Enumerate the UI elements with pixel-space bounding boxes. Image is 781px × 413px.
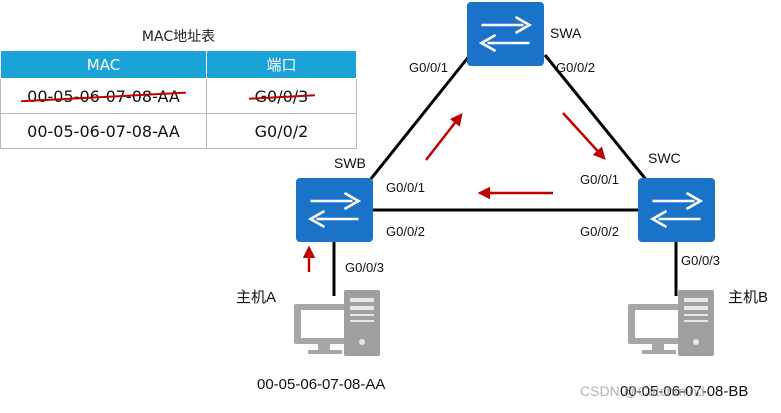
host-b-mac: 00-05-06-07-08-BB <box>620 383 748 400</box>
port-label-swb-g2: G0/0/2 <box>386 224 425 239</box>
switch-swc-body <box>638 178 715 242</box>
host-a-mac: 00-05-06-07-08-AA <box>257 376 385 393</box>
switch-swc <box>638 178 715 242</box>
switch-swa-label: SWA <box>550 25 582 41</box>
port-label-swc-g3: G0/0/3 <box>681 253 720 268</box>
mac-table-title: MAC地址表 <box>141 29 216 45</box>
flow-arrow-swb-to-swa <box>425 113 463 161</box>
switch-swb <box>296 178 373 242</box>
host-b-computer-icon <box>628 290 714 356</box>
table-cell-mac: 00-05-06-07-08-AA <box>0 78 207 114</box>
table-row: 00-05-06-07-08-AA G0/0/2 <box>0 113 357 149</box>
mac-address-table: MAC 端口 00-05-06-07-08-AA G0/0/3 00-05-06… <box>0 50 357 149</box>
host-a-label: 主机A <box>236 289 276 306</box>
column-header-mac: MAC <box>0 50 207 79</box>
port-label-swa-g2: G0/0/2 <box>556 60 595 75</box>
struck-mac-entry: 00-05-06-07-08-AA <box>27 86 180 106</box>
switch-swa-body <box>467 2 544 66</box>
table-cell-port: G0/0/3 <box>206 78 357 114</box>
table-cell-port: G0/0/2 <box>206 113 357 149</box>
watermark: CSDN @Catchmind <box>580 383 705 399</box>
switch-swc-label: SWC <box>648 150 681 166</box>
table-cell-mac: 00-05-06-07-08-AA <box>0 113 207 149</box>
mac-table-header-row: MAC 端口 <box>0 50 357 79</box>
link-swb-swa <box>368 54 472 181</box>
port-label-swa-g1: G0/0/1 <box>409 60 448 75</box>
struck-port-entry: G0/0/3 <box>254 86 309 106</box>
switch-swb-label: SWB <box>334 155 366 171</box>
host-b-label: 主机B <box>728 289 768 306</box>
switch-swa <box>467 2 544 66</box>
table-row: 00-05-06-07-08-AA G0/0/3 <box>0 78 357 114</box>
port-label-swc-g2: G0/0/2 <box>580 224 619 239</box>
port-label-swc-g1: G0/0/1 <box>580 172 619 187</box>
switch-swb-body <box>296 178 373 242</box>
port-label-swb-g3: G0/0/3 <box>345 260 384 275</box>
port-label-swb-g1: G0/0/1 <box>386 180 425 195</box>
link-swa-swc <box>543 54 650 183</box>
flow-arrow-swa-to-swc <box>562 112 606 160</box>
column-header-port: 端口 <box>206 50 357 79</box>
host-a-computer-icon <box>294 290 380 356</box>
